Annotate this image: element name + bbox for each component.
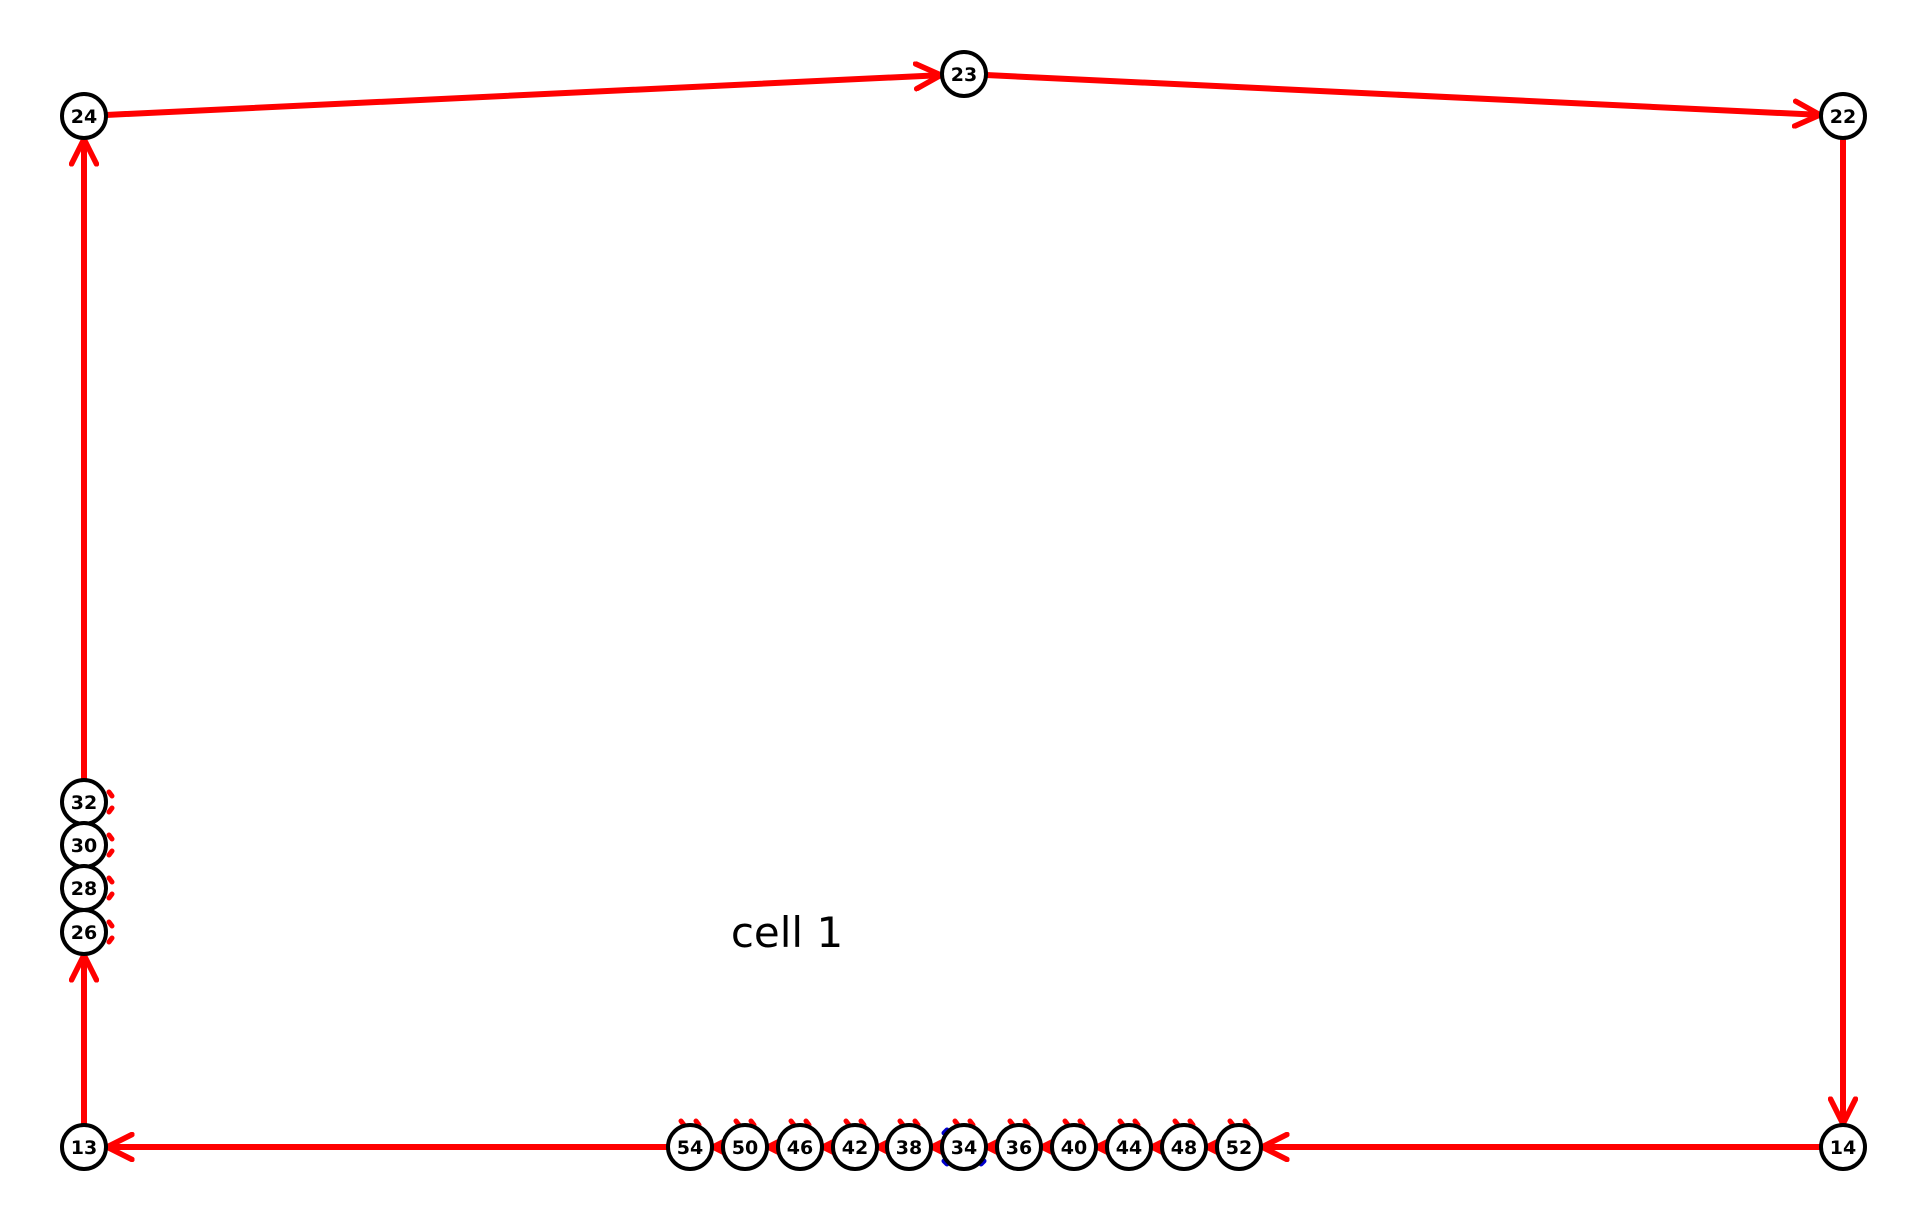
node-label: 14 [1830,1137,1856,1159]
node-circle [60,1123,108,1171]
node-23: 23 [940,50,988,98]
node-circle [885,1123,933,1171]
node-label: 36 [1006,1137,1032,1159]
node-label: 13 [71,1137,97,1159]
node-46: 46 [776,1123,824,1171]
node-circle [831,1123,879,1171]
node-label: 28 [71,878,97,900]
tick-marker-44-b [1132,1118,1141,1128]
node-36: 36 [995,1123,1043,1171]
node-circle [1819,92,1867,140]
node-label: 46 [787,1137,813,1159]
node-22: 22 [1819,92,1867,140]
node-label: 44 [1116,1137,1142,1159]
tick-marker-40-b [1077,1118,1086,1128]
node-label: 30 [71,835,97,857]
tick-marker-34-blue-c [978,1158,987,1167]
node-label: 42 [842,1137,868,1159]
tick-marker-50-b [748,1118,757,1128]
tick-marker-26-a [106,919,115,929]
node-circle [940,1123,988,1171]
node-circle [60,908,108,956]
node-52: 52 [1215,1123,1263,1171]
node-label: 23 [951,64,977,86]
node-label: 40 [1061,1137,1087,1159]
tick-marker-26-b [106,935,115,945]
node-circle [1819,1123,1867,1171]
node-50: 50 [721,1123,769,1171]
edges-layer [84,75,1843,1147]
node-48: 48 [1160,1123,1208,1171]
node-circle [721,1123,769,1171]
node-circle [666,1123,714,1171]
node-label: 34 [951,1137,977,1159]
tick-marker-30-b [106,848,115,858]
tick-marker-52-b [1242,1118,1251,1128]
node-30: 30 [60,821,108,869]
node-label: 52 [1226,1137,1252,1159]
node-circle [1215,1123,1263,1171]
tick-markers-layer [106,789,1251,1167]
cell-label: cell 1 [731,908,843,957]
node-circle [940,50,988,98]
tick-marker-28-b [106,891,115,901]
node-circle [1105,1123,1153,1171]
node-32: 32 [60,778,108,826]
tick-marker-32-b [106,805,115,815]
node-label: 54 [677,1137,703,1159]
node-label: 38 [896,1137,922,1159]
tick-marker-34-blue-b [941,1158,950,1167]
tick-marker-46-b [803,1118,812,1128]
node-14: 14 [1819,1123,1867,1171]
node-13: 13 [60,1123,108,1171]
node-label: 24 [71,106,97,128]
node-34: 34 [940,1123,988,1171]
edge-24-to-23 [102,75,945,118]
node-38: 38 [885,1123,933,1171]
node-circle [1050,1123,1098,1171]
node-circle [995,1123,1043,1171]
node-54: 54 [666,1123,714,1171]
tick-marker-48-b [1187,1118,1196,1128]
node-circle [60,92,108,140]
node-label: 48 [1171,1137,1197,1159]
node-label: 32 [71,792,97,814]
node-label: 26 [71,922,97,944]
node-circle [776,1123,824,1171]
tick-marker-38-b [912,1118,921,1128]
node-44: 44 [1105,1123,1153,1171]
node-26: 26 [60,908,108,956]
node-label: 50 [732,1137,758,1159]
tick-marker-42-b [858,1118,867,1128]
node-label: 22 [1830,106,1856,128]
nodes-layer: 24 23 22 32 30 28 26 13 54 50 46 42 38 34 36 40 44 48 52 14 [60,50,1867,1171]
tick-marker-30-a [106,832,115,842]
node-24: 24 [60,92,108,140]
tick-marker-32-a [106,789,115,799]
edge-23-to-22 [982,72,1824,115]
tick-marker-36-b [1022,1118,1031,1128]
tick-marker-28-a [106,875,115,885]
node-40: 40 [1050,1123,1098,1171]
node-42: 42 [831,1123,879,1171]
tick-marker-34-b [967,1118,976,1128]
tick-marker-34-blue-a [941,1127,950,1136]
node-circle [1160,1123,1208,1171]
tick-marker-54-b [693,1118,702,1128]
node-28: 28 [60,864,108,912]
